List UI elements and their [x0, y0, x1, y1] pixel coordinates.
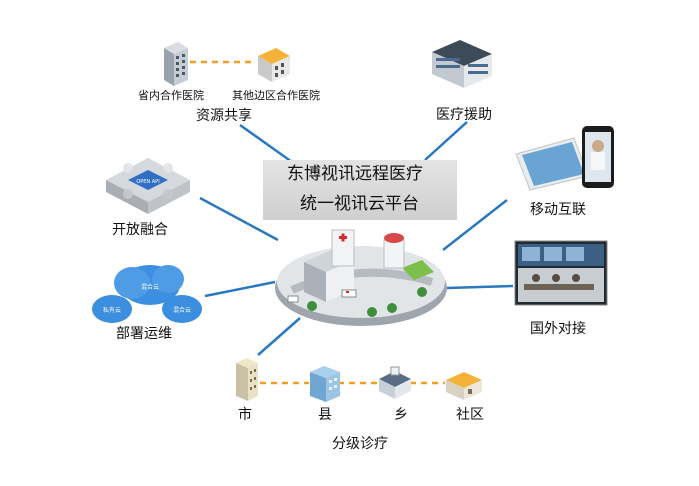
mobile-devices-icon: [515, 126, 614, 191]
connector-international: [446, 284, 514, 290]
connector-resource-sharing: [239, 123, 293, 164]
open-integration-label: 开放融合: [112, 222, 168, 238]
township-building-icon: [379, 366, 411, 399]
cloud-main-text: 混合云: [141, 283, 159, 291]
county-label: 县: [318, 407, 332, 423]
hospital-campus-icon: [275, 229, 447, 326]
connector-deployment-ops: [204, 280, 276, 298]
clinic-building-icon: [258, 48, 290, 82]
platform-title-box: [263, 160, 457, 220]
provincial-hospital-label: 省内合作医院: [138, 89, 204, 102]
resource-sharing-label: 资源共享: [196, 108, 252, 124]
county-building-icon: [310, 366, 340, 402]
medical-center-icon: [432, 40, 492, 88]
cloud-private-text: 私有云: [103, 306, 121, 314]
township-label: 乡: [394, 407, 408, 423]
connector-tiered-care: [257, 317, 301, 356]
community-building-icon: [446, 372, 482, 400]
puzzle-text: OPEN API: [136, 179, 159, 185]
connector-mobile-internet: [442, 199, 508, 251]
platform-title-line1: 东博视讯远程医疗: [287, 164, 423, 184]
connector-open-integration: [199, 196, 279, 242]
other-border-hospital-label: 其他边区合作医院: [232, 89, 320, 102]
mobile-internet-label: 移动互联: [530, 202, 586, 218]
tiered-care-label: 分级诊疗: [332, 436, 388, 452]
medical-aid-label: 医疗援助: [436, 107, 492, 123]
deployment-ops-label: 部署运维: [116, 326, 172, 342]
puzzle-icon: OPEN API: [106, 158, 190, 214]
cloud-deployment-icon: 混合云 私有云 混合云: [92, 265, 202, 323]
international-label: 国外对接: [530, 321, 586, 337]
platform-title-line2: 统一视讯云平台: [300, 194, 419, 214]
community-label: 社区: [456, 407, 484, 423]
city-label: 市: [238, 407, 252, 423]
cloud-hybrid-text: 混合云: [173, 306, 191, 314]
connector-medical-aid: [424, 121, 468, 161]
city-building-icon: [236, 358, 258, 401]
video-conference-screen-icon: [514, 240, 608, 306]
hospital-building-icon: [164, 42, 188, 86]
